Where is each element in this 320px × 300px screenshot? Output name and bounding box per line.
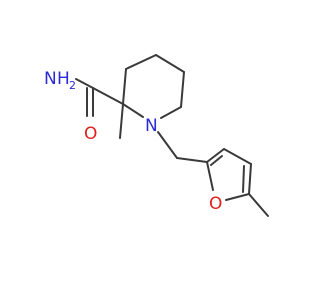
bond-c2-carbonyl bbox=[92, 87, 124, 105]
bond-ch2-furan bbox=[176, 157, 208, 163]
bond-f3-f2 bbox=[206, 148, 225, 163]
bond-carbonyl-nh2 bbox=[75, 78, 94, 89]
bond-f5-methyl bbox=[248, 193, 269, 217]
bond-c6-n1 bbox=[160, 106, 182, 119]
bond-f4-f3-double bbox=[242, 165, 245, 193]
carbonyl-oxygen-label: O bbox=[84, 124, 97, 144]
bond-o1-f5 bbox=[225, 193, 250, 201]
bond-n1-ch2 bbox=[157, 131, 178, 159]
amide-nitrogen-n: N bbox=[44, 69, 57, 89]
bond-f4-f3 bbox=[223, 148, 252, 165]
bond-f2-o1 bbox=[206, 161, 214, 191]
ring-nitrogen-label: N bbox=[145, 116, 158, 136]
n-methylene-link bbox=[157, 131, 208, 163]
structure-canvas: N H 2 O N O bbox=[44, 54, 269, 217]
piperidine-ring bbox=[122, 54, 185, 119]
bond-c5-c6 bbox=[180, 71, 185, 108]
molecule-diagram: N H 2 O N O bbox=[44, 54, 269, 217]
bond-n1-c2 bbox=[122, 103, 144, 118]
bond-f5-f4 bbox=[248, 163, 252, 195]
bond-c3-c4 bbox=[125, 54, 157, 70]
bond-c4-c5 bbox=[155, 54, 185, 73]
amide-nitrogen-h: H bbox=[57, 69, 70, 89]
amide-nitrogen-label: N H 2 bbox=[44, 69, 76, 92]
bond-f3-f2-double bbox=[210, 155, 223, 166]
bond-c2-c3 bbox=[122, 68, 127, 105]
amide-nitrogen-subscript: 2 bbox=[69, 79, 76, 92]
furan-ring bbox=[206, 148, 269, 217]
c2-substituents bbox=[75, 78, 124, 139]
bond-c2-methyl bbox=[119, 103, 124, 139]
furan-oxygen-label: O bbox=[209, 194, 222, 214]
